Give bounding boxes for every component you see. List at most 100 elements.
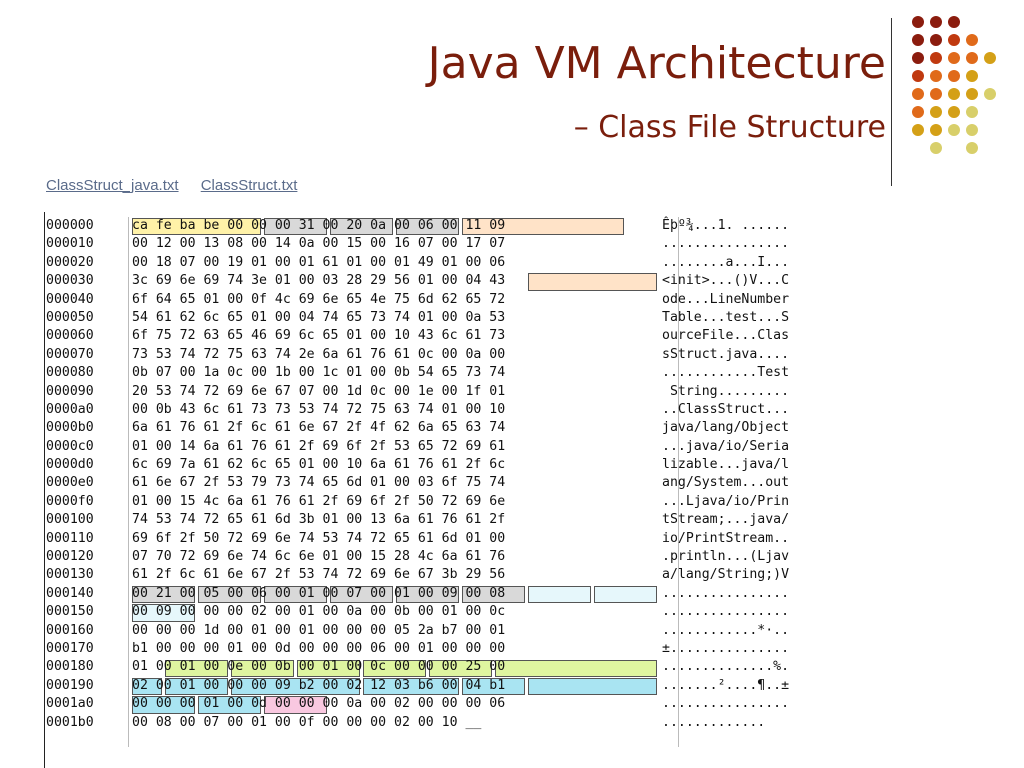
dump-ascii: ............*·..: [662, 622, 790, 638]
dump-offset: 0001a0: [46, 696, 94, 712]
dump-hex: 01 00 15 4c 6a 61 76 61 2f 69 6f 2f 50 7…: [132, 493, 506, 509]
dump-hex: 00 00 00 01 00 0d 00 00 00 0a 00 02 00 0…: [132, 696, 506, 712]
dump-hex: 3c 69 6e 69 74 3e 01 00 03 28 29 56 01 0…: [132, 273, 506, 289]
field-highlight: [132, 604, 195, 622]
dump-ascii: <init>...()V...C: [662, 273, 790, 289]
dump-offset: 0000c0: [46, 438, 94, 454]
decor-dot: [912, 16, 924, 28]
dump-hex: 73 53 74 72 75 63 74 2e 6a 61 76 61 0c 0…: [132, 346, 506, 362]
dump-offset: 000020: [46, 254, 94, 270]
dump-ascii: Table...test...S: [662, 309, 790, 325]
dump-ascii: io/PrintStream..: [662, 530, 790, 546]
decor-dot: [948, 88, 960, 100]
dump-ascii: ..............%.: [662, 659, 790, 675]
method-highlight: [231, 659, 294, 677]
dump-ascii: .............: [662, 714, 766, 730]
dump-hex: ca fe ba be 00 00 00 31 00 20 0a 00 06 0…: [132, 218, 506, 233]
dump-hex: 6c 69 7a 61 62 6c 65 01 00 10 6a 61 76 6…: [132, 457, 506, 473]
left-border-line: [44, 212, 45, 768]
method-highlight: [363, 659, 426, 677]
dump-ascii: ........a...I...: [662, 254, 790, 270]
dump-ascii: ................: [662, 236, 790, 252]
decor-dot: [912, 70, 924, 82]
minor-version-highlight: [264, 218, 327, 236]
dump-hex: 20 53 74 72 69 6e 67 07 00 1d 0c 00 1e 0…: [132, 383, 506, 399]
dump-ascii: ................: [662, 604, 790, 620]
code-highlight: [132, 696, 195, 714]
dump-ascii: ................: [662, 585, 790, 601]
code-highlight: [363, 678, 459, 696]
dump-hex: 74 53 74 72 65 61 6d 3b 01 00 13 6a 61 7…: [132, 512, 506, 528]
dump-hex: 07 70 72 69 6e 74 6c 6e 01 00 15 28 4c 6…: [132, 549, 506, 565]
dump-hex: 6f 64 65 01 00 0f 4c 69 6e 65 4e 75 6d 6…: [132, 291, 506, 307]
dump-offset: 000120: [46, 549, 94, 565]
decor-dot: [930, 16, 942, 28]
dump-offset: 0001b0: [46, 714, 94, 730]
decor-dot: [948, 52, 960, 64]
dump-offset: 000110: [46, 530, 94, 546]
dump-hex: 00 0b 43 6c 61 73 73 53 74 72 75 63 74 0…: [132, 401, 506, 417]
dump-offset: 000150: [46, 604, 94, 620]
dump-hex: 00 12 00 13 08 00 14 0a 00 15 00 16 07 0…: [132, 236, 506, 252]
dump-offset: 000170: [46, 640, 94, 656]
decor-dot: [966, 52, 978, 64]
decor-dot: [930, 124, 942, 136]
dump-ascii: ..ClassStruct...: [662, 401, 790, 417]
dump-offset: 000180: [46, 659, 94, 675]
code-highlight: [231, 678, 360, 696]
dump-ascii: .......²....¶..±: [662, 677, 790, 693]
dump-ascii: ourceFile...Clas: [662, 328, 790, 344]
dump-offset: 0000b0: [46, 420, 94, 436]
dump-ascii: lizable...java/l: [662, 457, 790, 473]
page-title: Java VM Architecture: [427, 38, 886, 89]
method-highlight: [429, 659, 492, 677]
decor-dot: [966, 124, 978, 136]
dump-ascii: ............Test: [662, 365, 790, 381]
decor-dot: [930, 34, 942, 46]
dump-hex: 69 6f 2f 50 72 69 6e 74 53 74 72 65 61 6…: [132, 530, 506, 546]
decor-dot: [966, 106, 978, 118]
decor-dot: [912, 34, 924, 46]
code-highlight: [165, 678, 228, 696]
code-highlight: [198, 696, 261, 714]
dump-row: 0001a0 00 00 00 01 00 0d 00 00 00 0a 00 0…: [46, 695, 789, 713]
this-class-highlight: [198, 586, 261, 604]
decor-dot: [966, 88, 978, 100]
file-links: ClassStruct_java.txt ClassStruct.txt: [46, 177, 315, 194]
decor-dot: [984, 88, 996, 100]
decorative-dots: [912, 16, 1016, 166]
dump-offset: 000090: [46, 383, 94, 399]
cp-utf8-highlight: [528, 273, 657, 291]
dump-ascii: .println...(Ljav: [662, 549, 790, 565]
ascii-separator: [678, 217, 679, 747]
link-classstruct-java[interactable]: ClassStruct_java.txt: [46, 177, 179, 194]
dump-offset: 000080: [46, 365, 94, 381]
link-classstruct-txt[interactable]: ClassStruct.txt: [200, 177, 298, 194]
decor-dot: [930, 142, 942, 154]
dump-ascii: sStruct.java....: [662, 346, 790, 362]
dump-hex: 61 2f 6c 61 6e 67 2f 53 74 72 69 6e 67 3…: [132, 567, 506, 583]
attr-highlight: [264, 696, 327, 714]
dump-row: 000110 69 6f 2f 50 72 69 6e 74 53 74 72 6…: [46, 530, 789, 548]
dump-hex: 01 00 14 6a 61 76 61 2f 69 6f 2f 53 65 7…: [132, 438, 506, 454]
cp-entry-highlight: [462, 218, 624, 236]
dump-hex: 00 18 07 00 19 01 00 01 61 01 00 01 49 0…: [132, 254, 506, 270]
super-class-highlight: [264, 586, 327, 604]
decor-dot: [912, 52, 924, 64]
dump-offset: 000190: [46, 677, 94, 693]
field-highlight: [594, 586, 657, 604]
dump-offset: 0000e0: [46, 475, 94, 491]
dump-offset: 000060: [46, 328, 94, 344]
